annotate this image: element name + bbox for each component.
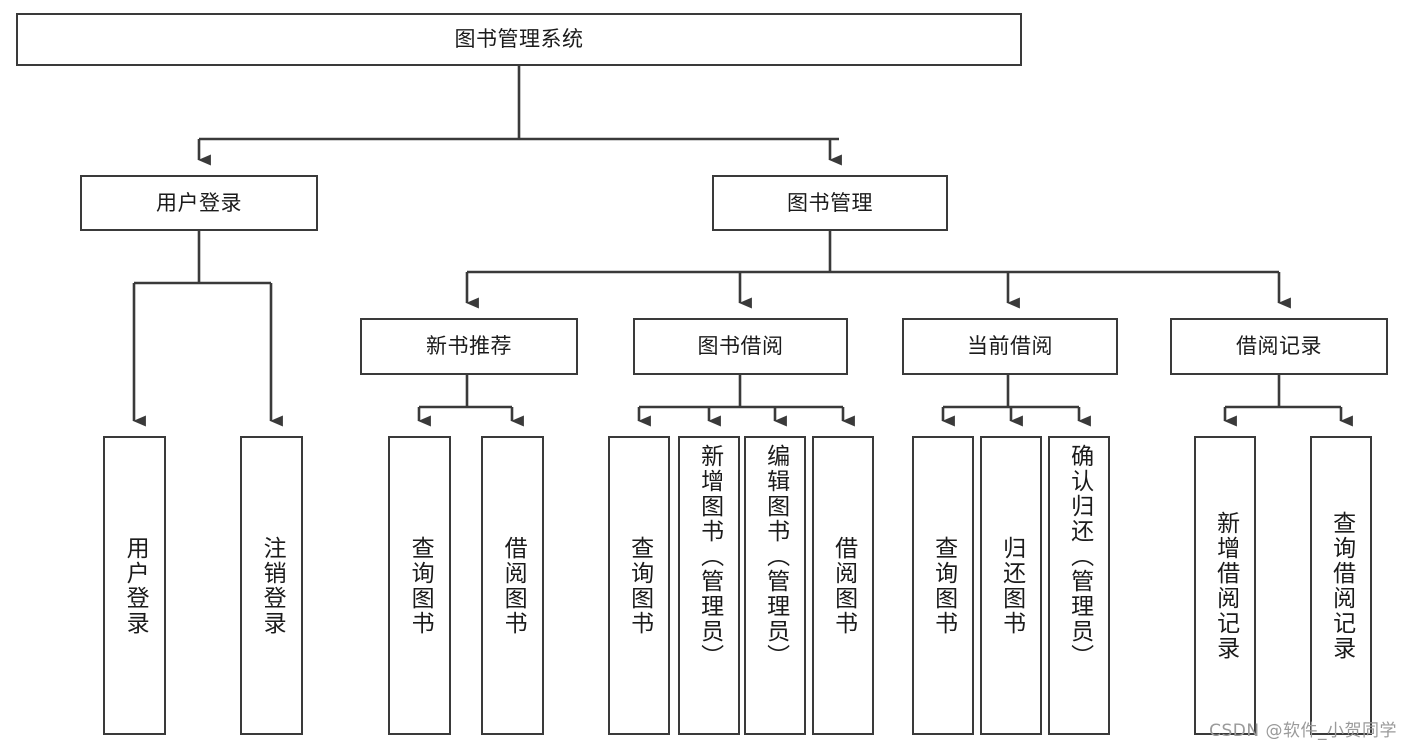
leaf-query-book-1[interactable]: 查询图书 (388, 436, 451, 735)
node-user-login[interactable]: 用户登录 (80, 175, 318, 231)
leaf-user-login-label: 用户登录 (122, 535, 149, 636)
leaf-add-record[interactable]: 新增借阅记录 (1194, 436, 1256, 735)
leaf-logout[interactable]: 注销登录 (240, 436, 303, 735)
node-book-borrow-label: 图书借阅 (697, 334, 784, 359)
leaf-return-book-label: 归还图书 (998, 535, 1025, 636)
leaf-query-book-3-label: 查询图书 (930, 535, 957, 636)
node-borrow-record-label: 借阅记录 (1236, 334, 1322, 359)
leaf-borrow-book-1[interactable]: 借阅图书 (481, 436, 544, 735)
node-current-borrow-label: 当前借阅 (967, 334, 1053, 359)
leaf-return-book[interactable]: 归还图书 (980, 436, 1042, 735)
leaf-confirm-return[interactable]: 确认归还（管理员） (1048, 436, 1110, 735)
leaf-borrow-book-2[interactable]: 借阅图书 (812, 436, 874, 735)
leaf-add-book-label: 新增图书（管理员） (696, 444, 723, 669)
leaf-edit-book[interactable]: 编辑图书（管理员） (744, 436, 806, 735)
leaf-user-login[interactable]: 用户登录 (103, 436, 166, 735)
leaf-edit-book-label: 编辑图书（管理员） (762, 444, 789, 669)
node-user-login-label: 用户登录 (156, 190, 242, 215)
node-current-borrow[interactable]: 当前借阅 (902, 318, 1118, 375)
node-book-manage[interactable]: 图书管理 (712, 175, 948, 231)
node-book-borrow[interactable]: 图书借阅 (633, 318, 848, 375)
node-new-book-rec[interactable]: 新书推荐 (360, 318, 578, 375)
leaf-query-book-2-label: 查询图书 (626, 535, 653, 636)
node-root-label: 图书管理系统 (454, 27, 584, 52)
node-new-book-rec-label: 新书推荐 (426, 334, 512, 359)
node-root[interactable]: 图书管理系统 (16, 13, 1022, 66)
leaf-borrow-book-2-label: 借阅图书 (830, 535, 857, 636)
leaf-add-record-label: 新增借阅记录 (1212, 510, 1239, 661)
node-borrow-record[interactable]: 借阅记录 (1170, 318, 1388, 375)
leaf-add-book[interactable]: 新增图书（管理员） (678, 436, 740, 735)
node-book-manage-label: 图书管理 (787, 190, 873, 215)
leaf-borrow-book-1-label: 借阅图书 (500, 535, 527, 636)
leaf-query-book-1-label: 查询图书 (407, 535, 434, 636)
leaf-logout-label: 注销登录 (259, 535, 286, 636)
leaf-query-record[interactable]: 查询借阅记录 (1310, 436, 1372, 735)
leaf-query-record-label: 查询借阅记录 (1328, 510, 1355, 661)
leaf-query-book-3[interactable]: 查询图书 (912, 436, 974, 735)
leaf-confirm-return-label: 确认归还（管理员） (1066, 444, 1093, 669)
leaf-query-book-2[interactable]: 查询图书 (608, 436, 670, 735)
